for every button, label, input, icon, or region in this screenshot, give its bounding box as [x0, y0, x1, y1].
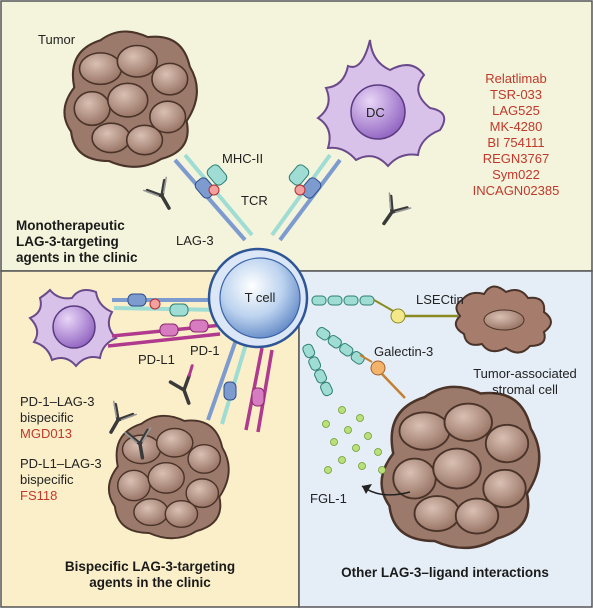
drug-item: LAG525 — [492, 103, 540, 118]
drug-item: Relatlimab — [485, 71, 546, 86]
arrow-head-icon — [362, 484, 372, 494]
bispecific1-line1: PD-1–LAG-3 — [20, 394, 94, 409]
bispecific2-line1: PD-L1–LAG-3 — [20, 456, 102, 471]
fgl1-label: FGL-1 — [310, 491, 347, 506]
stromal-cell — [454, 285, 552, 354]
mhc-ii-label: MHC-II — [222, 151, 263, 166]
mhc-tcr-complex-right — [270, 153, 342, 242]
drug-item: REGN3767 — [483, 151, 549, 166]
tumor-cluster-top — [63, 30, 198, 168]
lag3-label: LAG-3 — [176, 233, 214, 248]
dendritic-cell-left — [28, 288, 118, 368]
lag3-chain-galectin — [314, 325, 406, 399]
drug-item: MK-4280 — [490, 119, 543, 134]
dendritic-cell-top — [316, 39, 446, 168]
pdl1-label: PD-L1 — [138, 352, 175, 367]
stromal-label-line1: Tumor-associated — [473, 366, 577, 381]
bispecific2-line2: bispecific — [20, 472, 74, 487]
mhc-tcr-complex-left — [173, 153, 254, 242]
tcr-label: TCR — [241, 193, 268, 208]
lag3-chain-lsectin — [311, 295, 458, 324]
t-cell-label: T cell — [245, 290, 276, 305]
bispecific-title-line1: Bispecific LAG-3-targeting — [65, 559, 235, 574]
bispecific2-drug: FS118 — [20, 488, 57, 503]
tumor-label: Tumor — [38, 32, 76, 47]
tumor-cluster-right — [380, 385, 541, 550]
drug-item: BI 754111 — [487, 135, 544, 150]
mono-title-line3: agents in the clinic — [16, 250, 138, 265]
mono-title-line2: LAG-3-targeting — [16, 234, 119, 249]
bispecific1-drug: MGD013 — [20, 426, 72, 441]
dc-label: DC — [366, 105, 385, 120]
drug-list: Relatlimab TSR-033 LAG525 MK-4280 BI 754… — [473, 71, 560, 198]
fgl1-particles — [322, 406, 386, 474]
tumor-tcell-receptors — [206, 339, 274, 433]
other-ligands-title: Other LAG-3–ligand interactions — [341, 565, 549, 580]
drug-item: TSR-033 — [490, 87, 542, 102]
lsectin-label: LSECtin — [416, 292, 464, 307]
mono-title-line1: Monotherapeutic — [16, 218, 125, 233]
bispecific1-line2: bispecific — [20, 410, 74, 425]
t-cell — [207, 247, 309, 349]
bispecific-title-line2: agents in the clinic — [89, 575, 211, 590]
galectin-label: Galectin-3 — [374, 344, 433, 359]
bispecific-antibody-icon — [168, 364, 194, 405]
drug-item: Sym022 — [492, 167, 540, 182]
drug-item: INCAGN02385 — [473, 183, 560, 198]
stromal-label-line2: stromal cell — [492, 382, 558, 397]
dc-tcell-receptors — [107, 293, 223, 348]
pd1-label: PD-1 — [190, 343, 220, 358]
